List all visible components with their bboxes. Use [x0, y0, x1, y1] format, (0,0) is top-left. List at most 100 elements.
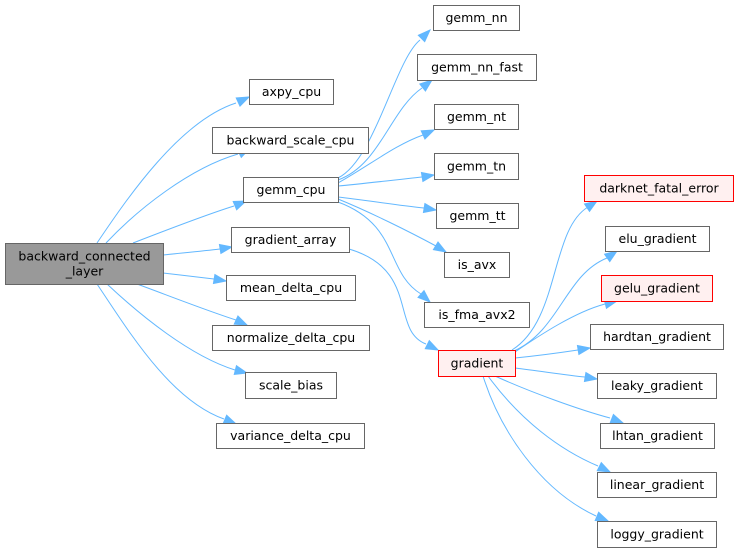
node-gradient[interactable]: gradient — [438, 350, 516, 377]
node-gelu-gradient[interactable]: gelu_gradient — [601, 275, 713, 302]
node-box[interactable] — [434, 153, 519, 180]
node-box[interactable] — [212, 127, 369, 154]
node-box[interactable] — [434, 104, 519, 130]
edge-backward_connected_layer-to-gradient_array — [162, 243, 234, 256]
node-box[interactable] — [438, 350, 516, 377]
node-variance-delta-cpu[interactable]: variance_delta_cpu — [216, 423, 365, 449]
edge-gemm_cpu-to-gemm_tn — [337, 171, 436, 187]
edge-gemm_cpu-to-gemm_tt — [337, 196, 438, 214]
node-gemm-cpu[interactable]: gemm_cpu — [243, 177, 339, 203]
node-box[interactable] — [605, 226, 710, 252]
node-box[interactable] — [433, 5, 520, 31]
edge-gradient-to-hardtan_gradient — [514, 344, 592, 359]
node-backward-connected-layer[interactable]: backward_connected_layer — [5, 243, 164, 285]
node-linear-gradient[interactable]: linear_gradient — [597, 472, 717, 498]
node-gemm-tn[interactable]: gemm_tn — [434, 153, 519, 180]
node-lhtan-gradient[interactable]: lhtan_gradient — [600, 423, 715, 449]
node-hardtan-gradient[interactable]: hardtan_gradient — [590, 324, 724, 350]
edge-line — [337, 39, 421, 179]
edge-line — [511, 206, 589, 351]
arrow-head-icon — [418, 79, 434, 92]
edge-line — [162, 272, 215, 280]
node-leaky-gradient[interactable]: leaky_gradient — [597, 373, 717, 399]
arrow-head-icon — [594, 511, 610, 522]
node-label: is_avx — [458, 257, 497, 272]
node-box[interactable] — [424, 302, 530, 328]
edge-backward_connected_layer-to-backward_scale_cpu — [105, 147, 252, 244]
arrow-head-icon — [603, 250, 619, 263]
node-darknet-fatal-error[interactable]: darknet_fatal_error — [584, 175, 734, 202]
node-box[interactable] — [212, 325, 370, 351]
edge-backward_connected_layer-to-variance_delta_cpu — [96, 283, 238, 425]
node-mean-delta-cpu[interactable]: mean_delta_cpu — [226, 275, 356, 301]
arrow-head-icon — [576, 344, 592, 356]
arrow-head-icon — [420, 171, 436, 183]
arrow-head-icon — [583, 200, 599, 213]
node-box[interactable] — [417, 54, 537, 81]
node-box[interactable] — [590, 324, 724, 350]
edge-line — [494, 375, 611, 419]
node-gemm-nn-fast[interactable]: gemm_nn_fast — [417, 54, 537, 81]
edge-backward_connected_layer-to-axpy_cpu — [96, 96, 251, 244]
node-loggy-gradient[interactable]: loggy_gradient — [597, 521, 717, 548]
edge-gradient-to-loggy_gradient — [482, 375, 610, 522]
node-label: gemm_cpu — [257, 182, 326, 197]
node-label: gemm_nt — [447, 109, 506, 124]
edge-line — [514, 349, 579, 359]
node-box[interactable] — [249, 79, 334, 105]
node-label: normalize_delta_cpu — [227, 330, 355, 345]
node-axpy-cpu[interactable]: axpy_cpu — [249, 79, 334, 105]
node-label: mean_delta_cpu — [240, 280, 342, 295]
edge-line — [513, 257, 608, 352]
arrow-head-icon — [212, 273, 228, 285]
node-box[interactable] — [597, 472, 717, 498]
edge-gemm_cpu-to-gemm_nt — [337, 129, 436, 184]
edge-line — [337, 196, 425, 209]
node-box[interactable] — [216, 423, 365, 449]
node-box[interactable] — [231, 227, 350, 253]
node-box[interactable] — [597, 521, 717, 548]
node-box[interactable] — [597, 373, 717, 399]
edge-line — [487, 375, 599, 467]
node-label: gemm_tt — [449, 208, 505, 223]
node-box[interactable] — [601, 275, 713, 302]
node-box[interactable] — [5, 243, 164, 285]
arrow-head-icon — [596, 461, 612, 473]
node-elu-gradient[interactable]: elu_gradient — [605, 226, 710, 252]
node-box[interactable] — [245, 372, 337, 399]
node-label: gradient — [451, 356, 504, 371]
node-label: backward_connected — [18, 249, 150, 264]
node-box[interactable] — [243, 177, 339, 203]
node-backward-scale-cpu[interactable]: backward_scale_cpu — [212, 127, 369, 154]
node-scale-bias[interactable]: scale_bias — [245, 372, 337, 399]
edge-line — [337, 87, 423, 181]
edge-gemm_cpu-to-is_fma_avx2 — [337, 201, 432, 303]
node-box[interactable] — [436, 203, 519, 229]
node-is-fma-avx2[interactable]: is_fma_avx2 — [424, 302, 530, 328]
node-label: gemm_nn_fast — [431, 60, 523, 75]
node-gradient-array[interactable]: gradient_array — [231, 227, 350, 253]
node-box[interactable] — [600, 423, 715, 449]
arrow-head-icon — [609, 413, 625, 424]
arrow-head-icon — [424, 339, 440, 351]
node-gemm-nn[interactable]: gemm_nn — [433, 5, 520, 31]
node-label: scale_bias — [259, 378, 323, 393]
node-label: gemm_tn — [447, 159, 506, 174]
node-gemm-tt[interactable]: gemm_tt — [436, 203, 519, 229]
node-is-avx[interactable]: is_avx — [444, 252, 510, 278]
node-box[interactable] — [226, 275, 356, 301]
edge-line — [106, 283, 236, 371]
node-normalize-delta-cpu[interactable]: normalize_delta_cpu — [212, 325, 370, 351]
edge-line — [482, 375, 597, 517]
arrow-head-icon — [583, 371, 599, 383]
node-label: _layer — [65, 264, 104, 279]
node-box[interactable] — [444, 252, 510, 278]
arrow-head-icon — [233, 315, 249, 326]
edge-line — [105, 153, 239, 244]
edge-gradient_array-to-gradient — [348, 248, 440, 351]
edge-backward_connected_layer-to-normalize_delta_cpu — [136, 283, 249, 326]
node-box[interactable] — [584, 175, 734, 202]
edge-gradient-to-darknet_fatal_error — [511, 200, 599, 351]
node-gemm-nt[interactable]: gemm_nt — [434, 104, 519, 130]
